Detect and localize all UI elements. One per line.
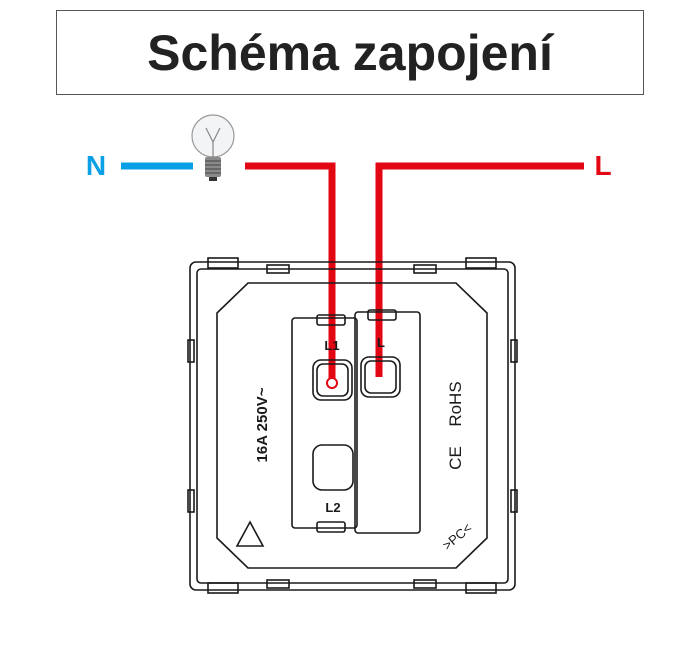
neutral-label: N <box>86 150 106 181</box>
rohs-label: RoHS <box>446 381 465 426</box>
material-label: >PC< <box>440 520 475 553</box>
live-label: L <box>594 150 611 181</box>
title-box <box>56 10 644 95</box>
live-wire-to-l <box>375 162 584 377</box>
light-bulb-icon <box>191 114 235 181</box>
terminal-l1-label: L1 <box>324 338 339 353</box>
terminal-l2 <box>312 444 354 491</box>
recycle-icon <box>235 520 265 547</box>
live-wire-to-l1 <box>245 162 336 383</box>
rating-label: 16A 250V~ <box>254 387 271 462</box>
ce-mark: CE <box>446 446 465 470</box>
page-title: Schéma zapojení <box>147 25 555 81</box>
terminal-l1 <box>312 359 353 401</box>
switch-mechanism-back: L1 L L2 <box>187 257 518 594</box>
terminal-l-label: L <box>377 335 385 350</box>
terminal-l <box>360 356 401 398</box>
terminal-l2-label: L2 <box>325 500 340 515</box>
